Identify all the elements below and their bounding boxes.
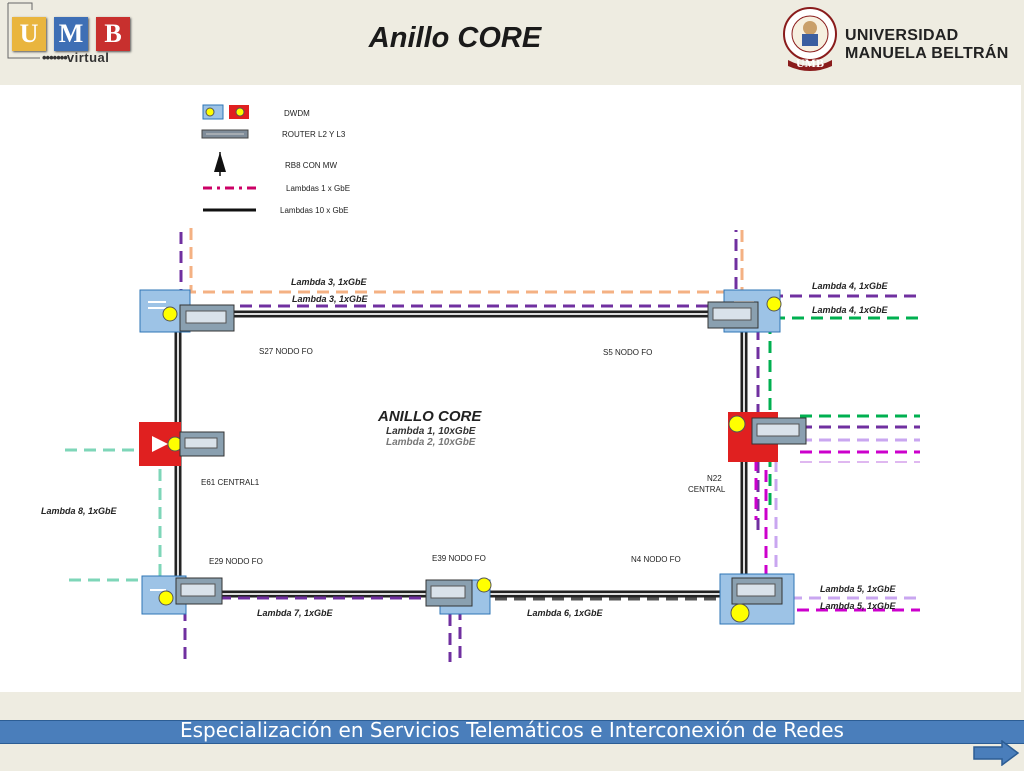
node-s27[interactable] — [139, 289, 235, 333]
label-lambda-5a: Lambda 5, 1xGbE — [820, 584, 897, 594]
logo-letter-u: U — [12, 17, 46, 51]
core-ring — [174, 310, 748, 598]
dwdm-icon — [202, 104, 249, 120]
label-node-e61: E61 CENTRAL1 — [201, 478, 260, 487]
node-e29[interactable] — [141, 575, 223, 615]
label-lambda-3b: Lambda 3, 1xGbE — [292, 294, 369, 304]
label-node-n22: N22 — [707, 474, 722, 483]
diagram-panel: DWDM ROUTER L2 Y L3 RB8 CON MW Lambdas 1… — [0, 85, 1021, 692]
footer-bar — [0, 720, 1024, 744]
legend-label-solid: Lambdas 10 x GbE — [280, 206, 348, 215]
label-lambda-3a: Lambda 3, 1xGbE — [291, 277, 368, 287]
label-lambda-4b: Lambda 4, 1xGbE — [812, 305, 889, 315]
node-e61[interactable] — [139, 422, 225, 466]
ring-lambda-1: Lambda 1, 10xGbE — [386, 426, 476, 437]
university-name-line1: UNIVERSIDAD — [845, 27, 959, 44]
label-node-e29: E29 NODO FO — [209, 557, 263, 566]
node-n22[interactable] — [728, 412, 807, 462]
label-node-s5: S5 NODO FO — [603, 348, 652, 357]
antenna-icon — [214, 152, 226, 176]
ring-lambda-2: Lambda 2, 10xGbE — [386, 437, 476, 448]
legend-label-router: ROUTER L2 Y L3 — [282, 130, 346, 139]
node-s5[interactable] — [707, 289, 782, 333]
label-lambda-7: Lambda 7, 1xGbE — [257, 608, 334, 618]
label-node-n22-central: CENTRAL — [688, 485, 726, 494]
ring-title: ANILLO CORE — [377, 408, 482, 425]
next-slide-button[interactable] — [972, 739, 1020, 767]
legend-label-dashed: Lambdas 1 x GbE — [286, 184, 350, 193]
legend: DWDM ROUTER L2 Y L3 RB8 CON MW Lambdas 1… — [201, 104, 350, 215]
label-lambda-5b: Lambda 5, 1xGbE — [820, 601, 897, 611]
node-e39[interactable] — [425, 577, 492, 615]
label-lambda-4a: Lambda 4, 1xGbE — [812, 281, 889, 291]
page-title: Anillo CORE — [368, 22, 542, 54]
legend-label-antenna: RB8 CON MW — [285, 161, 337, 170]
label-lambda-6: Lambda 6, 1xGbE — [527, 608, 604, 618]
university-name-line2: MANUELA BELTRÁN — [845, 45, 1009, 62]
label-node-s27: S27 NODO FO — [259, 347, 313, 356]
label-lambda-8: Lambda 8, 1xGbE — [41, 506, 118, 516]
seal-text: UMB — [796, 56, 824, 70]
logo-subtitle: •••••••virtual — [42, 50, 110, 65]
logo-letter-m: M — [54, 17, 88, 51]
network-diagram: DWDM ROUTER L2 Y L3 RB8 CON MW Lambdas 1… — [41, 104, 920, 662]
university-seal-icon — [783, 7, 837, 71]
router-icon — [201, 129, 249, 139]
footer-title: Especialización en Servicios Telemáticos… — [180, 718, 844, 742]
node-n4[interactable] — [719, 573, 795, 625]
logo-letter-b: B — [96, 17, 130, 51]
legend-label-dwdm: DWDM — [284, 109, 310, 118]
next-arrow-icon — [973, 739, 1020, 767]
label-node-e39: E39 NODO FO — [432, 554, 486, 563]
label-node-n4: N4 NODO FO — [631, 555, 681, 564]
